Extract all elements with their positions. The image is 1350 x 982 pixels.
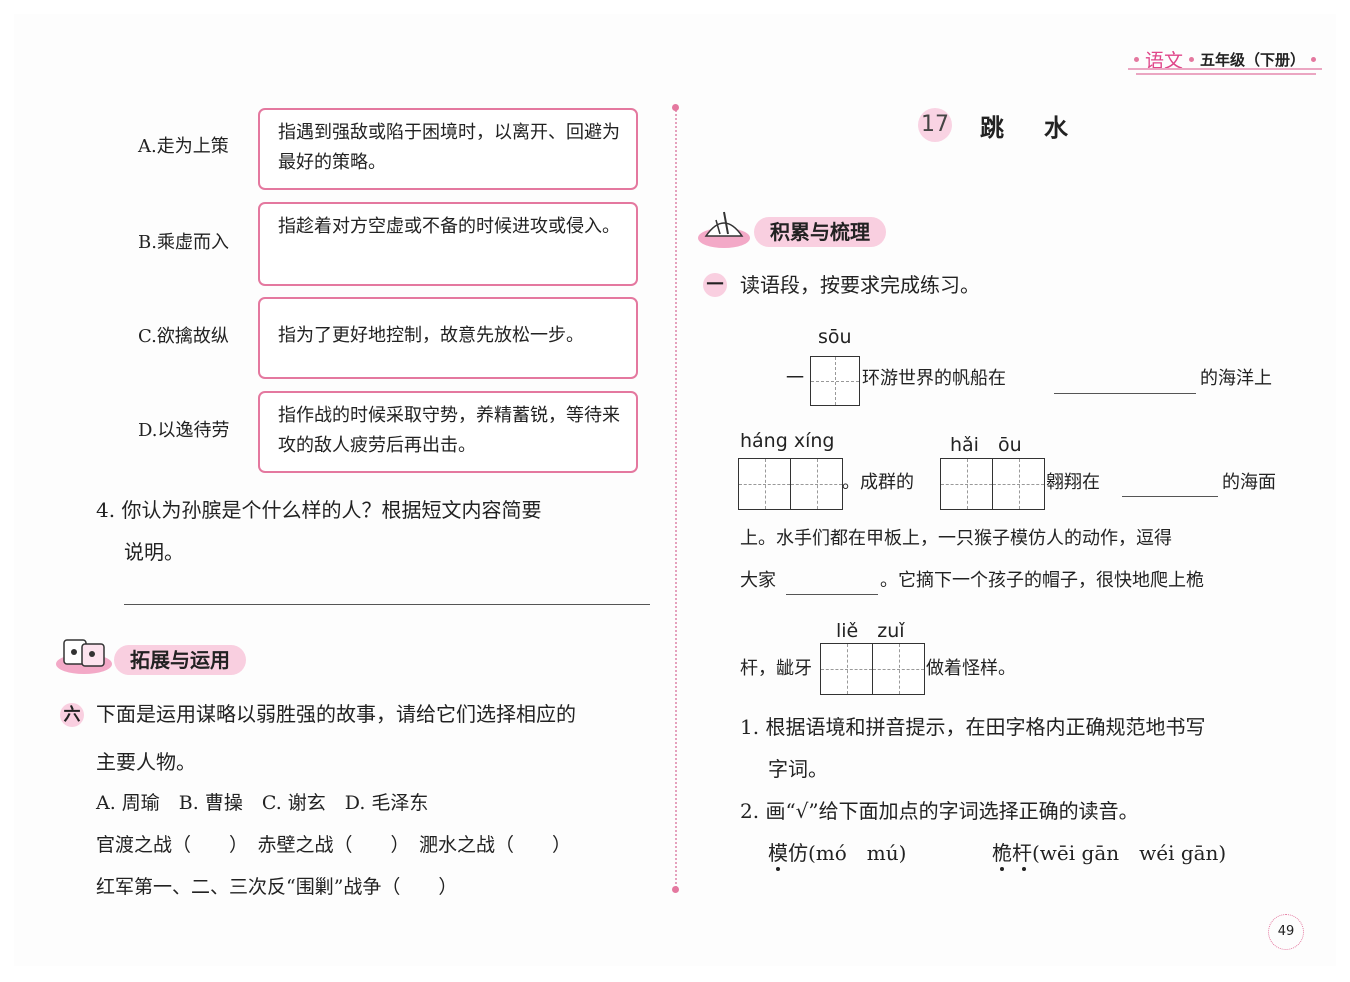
header-underline [1128, 68, 1322, 70]
q6-line2: 主要人物。 [96, 750, 196, 774]
passage-text: 的海面 [1222, 472, 1276, 493]
passage-text: 做着怪样。 [926, 658, 1016, 679]
section-title-accumulate: 积累与梳理 [754, 217, 886, 247]
passage-text: 上。水手们都在甲板上，一只猴子模仿人的动作，逗得 [740, 528, 1172, 549]
passage-text: 一 [786, 368, 804, 389]
term-c: C.欲擒故纵 [138, 326, 229, 347]
q1-number-badge: 一 [703, 273, 727, 297]
definition-d: 指作战的时候采取守势，养精蓄锐，等待来攻的敌人疲劳后再出击。 [258, 391, 638, 473]
divider-dot-icon [672, 886, 679, 893]
passage-text: 的海洋上 [1200, 368, 1272, 389]
header-subject: 语文 [1144, 50, 1183, 72]
q1-text: 读语段，按要求完成练习。 [740, 273, 980, 297]
tianzige-box[interactable] [810, 356, 860, 406]
emphasis-dot-icon [1022, 867, 1026, 871]
blank-line[interactable] [1054, 393, 1196, 394]
page-number: 49 [1268, 914, 1304, 950]
sub2-item2[interactable]: 桅杆(wēi gān wéi gān) [992, 841, 1227, 865]
definition-a: 指遇到强敌或陷于困境时，以离开、回避为最好的策略。 [258, 108, 638, 190]
passage-text: 环游世界的帆船在 [862, 368, 1006, 389]
tianzige-box[interactable] [992, 458, 1045, 510]
section-title-expand: 拓展与运用 [114, 645, 246, 675]
q4-line2: 说明。 [124, 540, 184, 564]
pinyin-sou: sōu [818, 326, 852, 348]
header-dot-icon [1311, 57, 1316, 62]
section-banner-icon [698, 211, 750, 248]
page-header: 语文 五年级（下册） [1128, 46, 1322, 73]
q6-battle4: 红军第一、二、三次反“围剿”战争（ ） [96, 876, 458, 898]
header-dot-icon [1133, 57, 1139, 62]
passage-text: 杆，龇牙 [740, 658, 812, 679]
passage-text: 。成群的 [842, 472, 914, 493]
header-grade: 五年级（下册） [1199, 51, 1305, 69]
passage-text: 翱翔在 [1046, 472, 1100, 493]
sub1-line1: 1. 根据语境和拼音提示，在田字格内正确规范地书写 [740, 715, 1206, 739]
blank-line[interactable] [786, 594, 878, 595]
emphasis-dot-icon [1000, 867, 1004, 871]
term-d: D.以逸待劳 [138, 420, 230, 441]
header-underline [1136, 73, 1316, 75]
blank-line[interactable] [1122, 496, 1218, 497]
tianzige-box[interactable] [940, 458, 993, 510]
tianzige-box[interactable] [738, 458, 791, 510]
section-banner-icon [56, 639, 112, 674]
q4-answer-line[interactable] [124, 604, 650, 605]
q6-battles: 官渡之战（ ） 赤壁之战（ ） 淝水之战（ ） [96, 834, 572, 856]
tianzige-box[interactable] [872, 643, 925, 695]
term-b: B.乘虚而入 [138, 232, 229, 253]
lesson-number: 17 [918, 108, 952, 142]
divider-dot-icon [672, 104, 679, 111]
q4-line1: 4. 你认为孙膑是个什么样的人？根据短文内容简要 [96, 498, 542, 522]
definition-c: 指为了更好地控制，故意先放松一步。 [258, 297, 638, 379]
tianzige-box[interactable] [790, 458, 843, 510]
pinyin-haiou: hǎi ōu [950, 434, 1022, 456]
header-dot-icon [1188, 57, 1194, 62]
sub1-line2: 字词。 [768, 757, 828, 781]
q6-options: A. 周瑜 B. 曹操 C. 谢玄 D. 毛泽东 [96, 792, 429, 814]
sub2-text: 2. 画“√”给下面加点的字词选择正确的读音。 [740, 799, 1139, 823]
sub2-item1[interactable]: 模仿(mó mú) [768, 841, 907, 865]
tianzige-box[interactable] [820, 643, 873, 695]
term-a: A.走为上策 [138, 136, 229, 157]
q6-number-badge: 六 [60, 703, 84, 727]
passage-text: 。它摘下一个孩子的帽子，很快地爬上桅 [880, 570, 1204, 591]
definition-b: 指趁着对方空虚或不备的时候进攻或侵入。 [258, 202, 638, 286]
page-divider [675, 106, 677, 892]
passage-text: 大家 [740, 570, 776, 591]
pinyin-liezui: liě zuǐ [836, 620, 905, 642]
pinyin-hangxing: háng xíng [740, 430, 835, 452]
q6-line1: 下面是运用谋略以弱胜强的故事，请给它们选择相应的 [96, 702, 576, 726]
lesson-title: 跳水 [980, 113, 1108, 142]
emphasis-dot-icon [776, 867, 780, 871]
